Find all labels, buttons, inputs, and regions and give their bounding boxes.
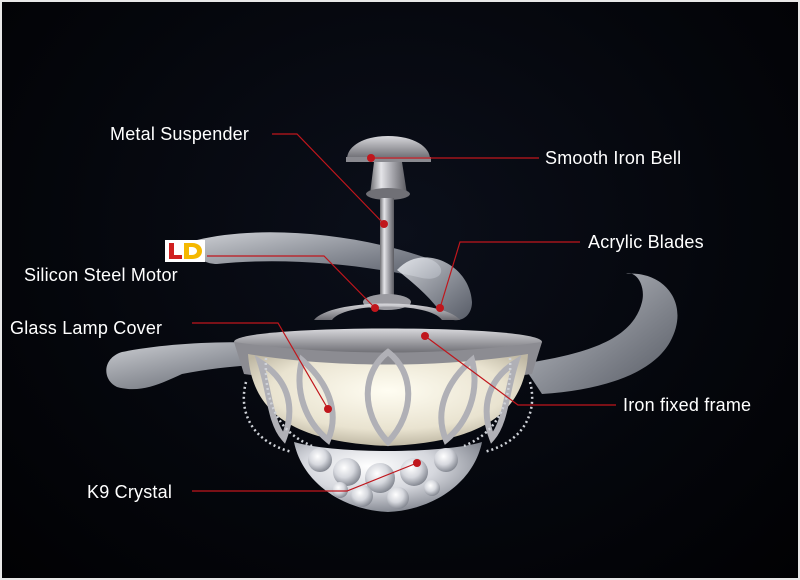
label-smooth-iron-bell: Smooth Iron Bell [545, 148, 682, 168]
leader-iron-fixed-frame [424, 335, 616, 406]
label-iron-fixed-frame: Iron fixed frame [623, 395, 752, 415]
leader-acrylic-blades [439, 241, 580, 309]
crystal-bead-strands [242, 357, 534, 454]
brand-logo [165, 240, 205, 262]
blade-top-right [397, 257, 472, 321]
downrod [380, 198, 394, 298]
motor-housing [314, 303, 460, 320]
label-k9-crystal: K9 Crystal [87, 482, 173, 502]
iron-frame-rim [234, 328, 542, 354]
leader-markers [324, 154, 444, 467]
leader-glass-lamp-cover [192, 322, 329, 410]
leader-lines [192, 133, 616, 492]
leader-metal-suspender [272, 133, 385, 225]
label-acrylic-blades: Acrylic Blades [588, 232, 704, 252]
label-glass-lamp-cover: Glass Lamp Cover [10, 318, 163, 338]
leader-k9-crystal [192, 462, 418, 492]
k9-crystal-bowl [294, 442, 482, 512]
blade-right [522, 273, 678, 394]
canopy-bell [347, 136, 430, 159]
leader-silicon-steel-motor [207, 255, 376, 309]
label-metal-suspender: Metal Suspender [110, 124, 250, 144]
label-silicon-steel-motor: Silicon Steel Motor [24, 265, 178, 285]
